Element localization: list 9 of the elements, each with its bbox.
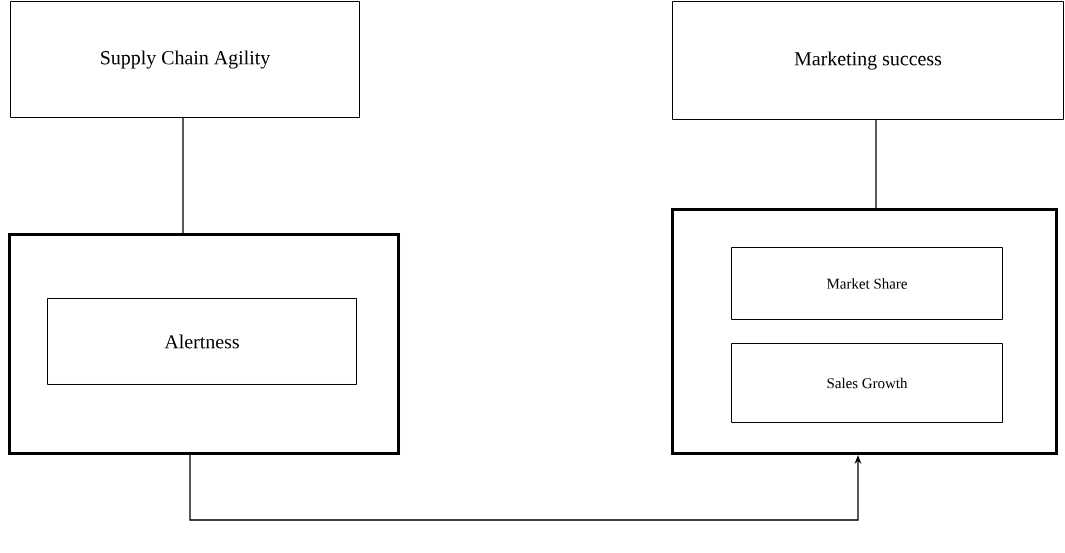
text-box: Sales Growth [731, 343, 1003, 423]
outer-box [8, 233, 400, 455]
connector-line [875, 119, 877, 209]
connector-line [182, 117, 184, 234]
text-box: Marketing success [672, 1, 1064, 120]
text-box: Supply Chain Agility [10, 1, 360, 118]
text-box: Market Share [731, 247, 1003, 320]
outer-box [671, 208, 1058, 455]
text-box: Alertness [47, 298, 357, 385]
